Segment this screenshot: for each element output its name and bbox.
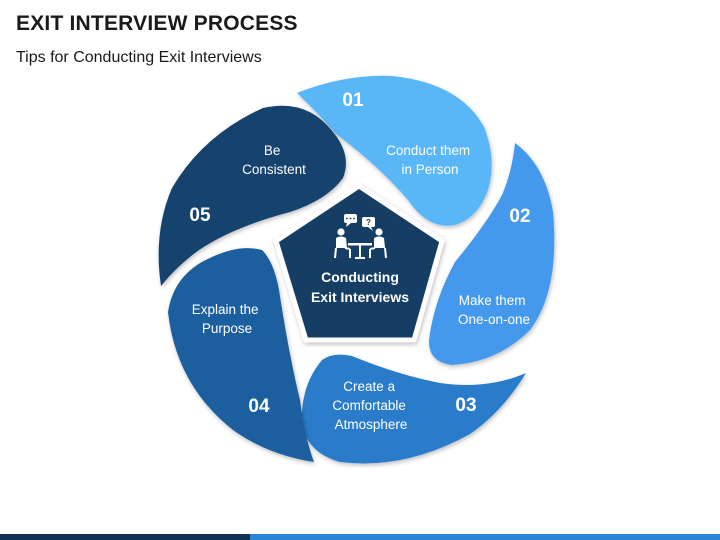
meeting-icon: ? [334, 214, 387, 259]
segment-02-number: 02 [509, 206, 530, 227]
segment-03: 03 Create a Comfortable Atmosphere [301, 354, 526, 464]
svg-text:?: ? [366, 218, 371, 227]
segment-02: 02 Make them One-on-one [428, 143, 555, 365]
segment-05-number: 05 [189, 205, 211, 226]
center-pentagon: ? Conducting Exit Interviews [273, 183, 445, 343]
segment-01-number: 01 [342, 90, 364, 111]
center-pentagon-shape [273, 183, 445, 343]
segment-04-number: 04 [248, 396, 270, 417]
footer-bar-right [250, 534, 720, 540]
segment-05: 05 Be Consistent [158, 105, 346, 287]
segment-03-shape [301, 354, 526, 464]
segment-05-shape [158, 105, 346, 287]
segment-05-label: Be Consistent [242, 143, 306, 177]
segment-04-label: Explain the Purpose [192, 302, 263, 336]
segment-01-label: Conduct them in Person [386, 143, 474, 177]
segment-03-number: 03 [455, 395, 476, 416]
page-title: EXIT INTERVIEW PROCESS [16, 12, 298, 35]
segment-04-shape [168, 248, 314, 462]
center-title-line2: Exit Interviews [311, 289, 409, 305]
segment-01: 01 Conduct them in Person [297, 75, 492, 226]
footer-bar-left [0, 534, 250, 540]
segment-04: 04 Explain the Purpose [168, 248, 314, 462]
center-title-line1: Conducting [321, 269, 399, 285]
segment-02-shape [428, 143, 555, 365]
segment-02-label: Make them One-on-one [458, 293, 530, 327]
segment-03-label: Create a Comfortable Atmosphere [332, 379, 409, 432]
segment-01-shape [297, 75, 492, 226]
page-subtitle: Tips for Conducting Exit Interviews [16, 49, 262, 66]
